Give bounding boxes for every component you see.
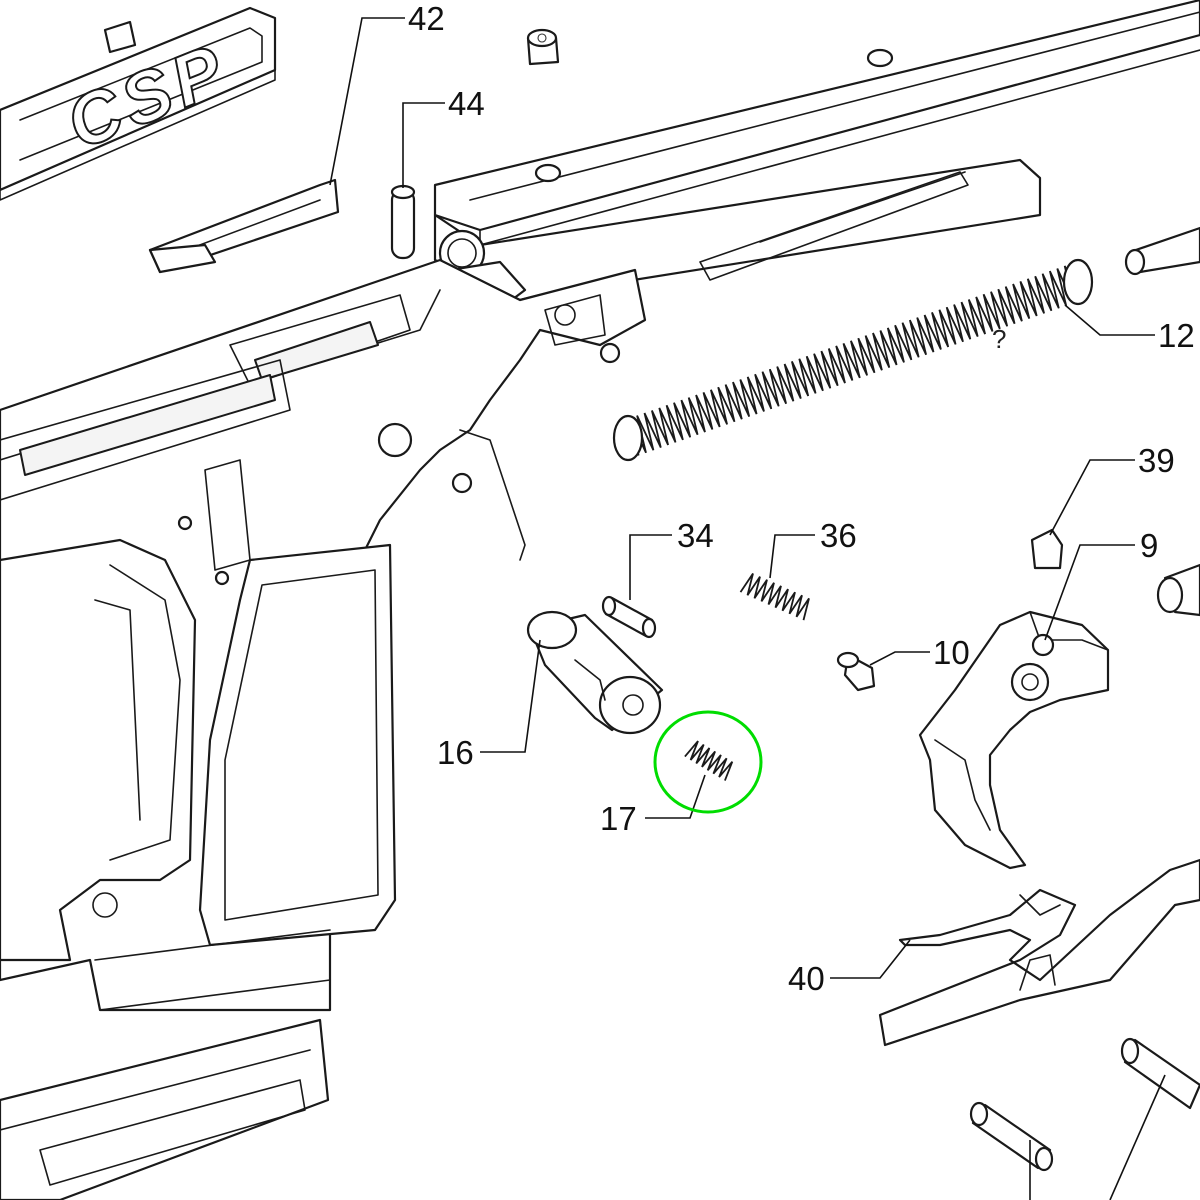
- leader-40: [830, 939, 911, 979]
- leader-17: [645, 774, 706, 819]
- leader-lines: [329, 17, 1166, 1200]
- part-pin-bottom-2: [1120, 1037, 1200, 1110]
- label-44: 44: [448, 85, 485, 122]
- part-12-spring: [612, 258, 1094, 462]
- leader-44: [402, 102, 445, 188]
- part-pin-right-top: [1124, 226, 1200, 276]
- part-10-screw: [836, 651, 876, 692]
- label-36: 36: [820, 517, 857, 554]
- label-12: 12: [1158, 317, 1195, 354]
- label-40: 40: [788, 960, 825, 997]
- label-39: 39: [1138, 442, 1175, 479]
- leader-pin-b2: [1109, 1074, 1166, 1200]
- part-bushing-right: [1156, 563, 1200, 617]
- grip-panel-bottom: [0, 1018, 330, 1200]
- part-34-pin: [601, 595, 657, 639]
- part-pin-bottom-1: [969, 1101, 1054, 1172]
- frame-body: [0, 0, 1200, 1012]
- label-34: 34: [677, 517, 714, 554]
- part-9-trigger: [918, 610, 1110, 870]
- leader-39: [1049, 459, 1135, 536]
- leader-10: [869, 651, 930, 666]
- part-labels: 42 44 12 39 34 36 9 10 16 17 40 ?: [408, 0, 1195, 997]
- spring-question-mark: ?: [992, 324, 1006, 354]
- leader-36: [769, 534, 815, 579]
- part-16-housing: [526, 610, 664, 735]
- leader-42: [329, 17, 405, 186]
- highlight-circle-part-17: [653, 710, 763, 814]
- label-42: 42: [408, 0, 445, 37]
- label-9: 9: [1140, 527, 1158, 564]
- part-44-pin: [390, 184, 416, 260]
- part-39-plunger: [1030, 528, 1064, 570]
- part-17-spring: [684, 740, 734, 781]
- part-bushing-top: [526, 28, 560, 66]
- label-17: 17: [600, 800, 637, 837]
- label-16: 16: [437, 734, 474, 771]
- grip-panel-top: CSP: [0, 6, 277, 201]
- part-42-lever: [148, 178, 340, 274]
- label-10: 10: [933, 634, 970, 671]
- leader-9: [1044, 544, 1135, 641]
- leader-12: [1064, 304, 1155, 336]
- leader-16: [480, 639, 541, 753]
- leader-34: [629, 534, 672, 600]
- part-36-spring: [739, 572, 810, 621]
- part-40-bar: [878, 858, 1200, 1047]
